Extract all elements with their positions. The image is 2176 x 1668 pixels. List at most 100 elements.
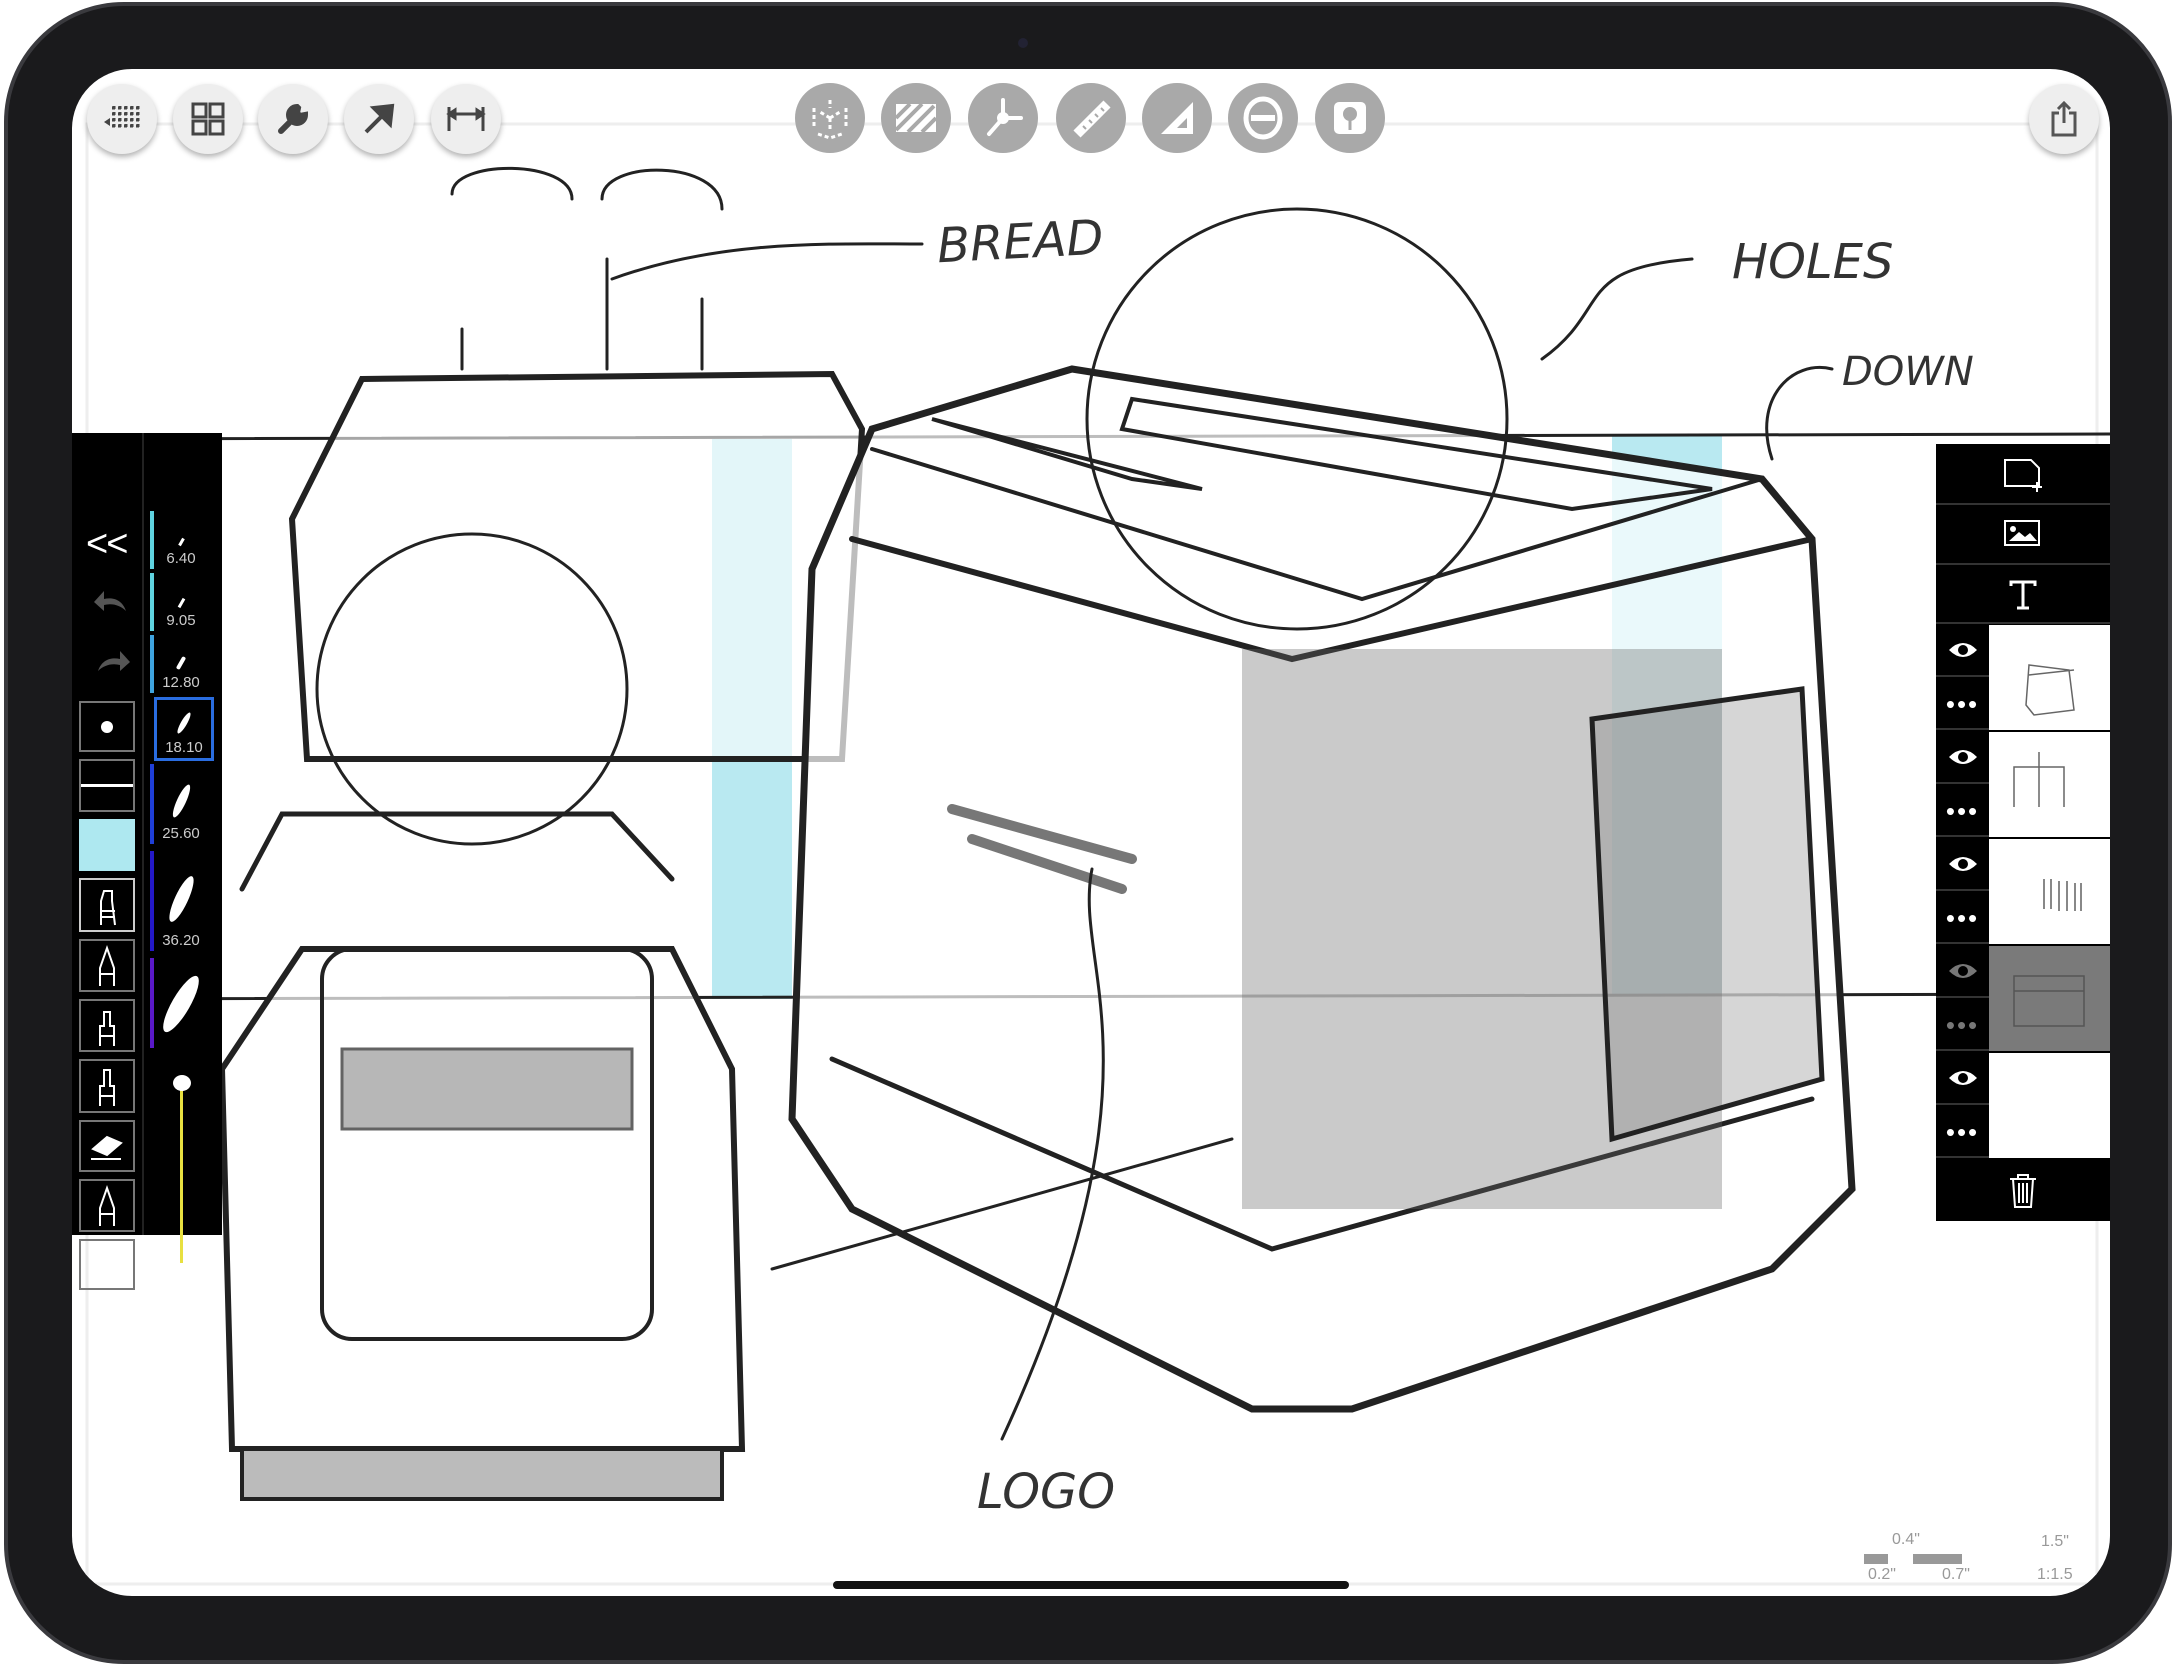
scale-label-a: 0.4" — [1892, 1531, 1920, 1548]
layer-thumbnail[interactable] — [1989, 946, 2110, 1051]
delete-layer-button[interactable] — [1936, 1160, 2110, 1221]
tool-marker[interactable] — [79, 878, 135, 932]
brush-size-25-60[interactable]: 25.60 — [152, 764, 210, 844]
settings-button[interactable] — [258, 84, 328, 154]
tool-pencil[interactable] — [79, 1179, 135, 1232]
marker-icon — [100, 890, 116, 926]
layer-thumbnail[interactable] — [1989, 732, 2110, 837]
sketch-canvas[interactable] — [72, 69, 2110, 1596]
import-image-button[interactable] — [1936, 506, 2110, 565]
eraser-icon — [91, 1135, 123, 1160]
camera — [1018, 38, 1028, 48]
layer-visibility-toggle[interactable] — [1936, 839, 1989, 891]
menu-grid-icon — [104, 106, 140, 130]
layer-item[interactable]: ••• — [1936, 1053, 2110, 1158]
fill-button[interactable] — [881, 83, 951, 153]
tool-fineliner[interactable] — [79, 999, 135, 1052]
layer-item-selected[interactable]: ••• — [1936, 946, 2110, 1051]
color-swatch[interactable] — [79, 819, 135, 871]
scale-label-d: 1.5" — [2041, 1533, 2069, 1550]
gallery-button[interactable] — [173, 84, 243, 154]
layer-options-button[interactable]: ••• — [1945, 1116, 1980, 1147]
tool-pen[interactable] — [79, 939, 135, 992]
triangle-guide-icon — [1161, 102, 1193, 134]
size-color-bar — [150, 958, 154, 1048]
stamp-button[interactable] — [1315, 83, 1385, 153]
tool-line[interactable] — [79, 759, 135, 812]
share-icon — [2051, 101, 2077, 137]
layer-visibility-toggle[interactable] — [1936, 946, 1989, 998]
layer-item[interactable]: ••• — [1936, 839, 2110, 944]
perspective-button[interactable] — [795, 83, 865, 153]
wrench-icon — [278, 103, 309, 134]
tool-technical-pen[interactable] — [79, 1059, 135, 1113]
select-button[interactable] — [344, 84, 414, 154]
zoom-ratio: 1:1.5 — [2037, 1566, 2073, 1583]
menu-button[interactable] — [87, 84, 157, 154]
scale-label-b: 0.2" — [1868, 1566, 1896, 1583]
eye-icon — [1948, 643, 1977, 657]
eye-icon — [1948, 857, 1977, 871]
text-icon — [2009, 580, 2037, 610]
sketch-label-holes: HOLES — [1732, 234, 1894, 290]
pen-icon — [99, 944, 115, 986]
undo-icon[interactable] — [92, 585, 132, 615]
brush-size-largest[interactable] — [152, 958, 210, 1048]
brush-size-36-20[interactable]: 36.20 — [152, 851, 210, 951]
layer-thumbnail[interactable] — [1989, 839, 2110, 944]
ellipse-guide-icon — [1243, 96, 1283, 140]
gallery-icon — [191, 102, 225, 136]
size-color-bar — [150, 511, 154, 569]
opacity-slider-handle[interactable] — [173, 1075, 191, 1091]
technical-pen-icon — [99, 1069, 115, 1106]
perspective-guide-button[interactable] — [968, 83, 1038, 153]
new-layer-icon — [2004, 458, 2042, 492]
image-stamp-icon — [1334, 102, 1366, 134]
ellipse-button[interactable] — [1228, 83, 1298, 153]
brush-size-18-10[interactable]: 18.10 — [154, 697, 214, 761]
new-layer-button[interactable] — [1936, 444, 2110, 505]
tool-brush-dot[interactable] — [79, 701, 135, 752]
ruler-icon — [1073, 100, 1111, 138]
layer-options-button[interactable]: ••• — [1945, 1009, 1980, 1040]
triangle-button[interactable] — [1142, 83, 1212, 153]
brush-size-12-80[interactable]: 12.80 — [152, 635, 210, 693]
sketch-label-bread: BREAD — [935, 209, 1105, 275]
perspective-cube-icon — [812, 100, 848, 140]
eye-icon — [1948, 1071, 1977, 1085]
dimension-icon — [446, 107, 486, 131]
pencil-icon — [99, 1184, 115, 1226]
layer-options-button[interactable]: ••• — [1945, 688, 1980, 719]
eraser-icon — [91, 1254, 123, 1279]
brush-panel: << 6.40 9.05 12.80 18.10 25.60 36.20 — [72, 433, 222, 1290]
home-indicator[interactable] — [833, 1581, 1349, 1589]
layer-thumbnail[interactable] — [1989, 1053, 2110, 1158]
dimension-button[interactable] — [431, 84, 501, 154]
layer-options-button[interactable]: ••• — [1945, 795, 1980, 826]
layer-item[interactable]: ••• — [1936, 732, 2110, 837]
layer-item[interactable]: ••• — [1936, 625, 2110, 730]
dot-icon — [101, 720, 113, 733]
layer-thumbnail[interactable] — [1989, 625, 2110, 730]
ruler-button[interactable] — [1056, 83, 1126, 153]
layer-visibility-toggle[interactable] — [1936, 625, 1989, 677]
line-icon — [81, 784, 133, 787]
layer-options-button[interactable]: ••• — [1945, 902, 1980, 933]
tool-eraser-2[interactable] — [79, 1239, 135, 1290]
eye-icon — [1948, 750, 1977, 764]
layer-visibility-toggle[interactable] — [1936, 1053, 1989, 1105]
tool-eraser[interactable] — [79, 1120, 135, 1172]
layer-visibility-toggle[interactable] — [1936, 732, 1989, 784]
brush-size-9-05[interactable]: 9.05 — [152, 573, 210, 631]
opacity-slider[interactable] — [180, 1083, 183, 1263]
share-button[interactable] — [2029, 84, 2099, 154]
import-image-icon — [2004, 519, 2040, 546]
size-color-bar — [150, 851, 154, 951]
add-text-button[interactable] — [1936, 566, 2110, 624]
size-color-bar — [150, 635, 154, 693]
brush-size-6-40[interactable]: 6.40 — [152, 511, 210, 569]
redo-icon[interactable] — [92, 645, 132, 675]
sketch-label-down: DOWN — [1842, 349, 1974, 395]
eye-icon — [1948, 964, 1977, 978]
collapse-panel-button[interactable]: << — [86, 523, 128, 565]
